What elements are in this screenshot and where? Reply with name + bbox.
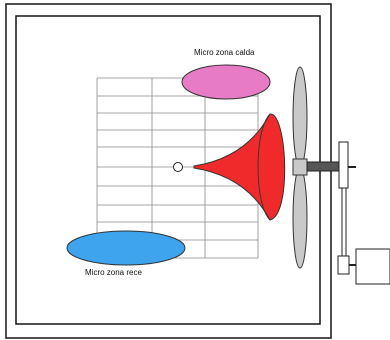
fan-hub — [292, 158, 308, 176]
fan-blade-top — [292, 66, 308, 168]
drive-rod — [341, 187, 347, 257]
origin-point — [173, 162, 183, 172]
cold-zone-label: Micro zona rece — [85, 268, 142, 277]
fan-blade-bottom — [292, 167, 308, 269]
motor-box — [355, 248, 390, 285]
hot-zone-label: Micro zona calda — [194, 48, 255, 57]
air-cone-rim — [257, 113, 271, 221]
hot-zone-ellipse — [181, 64, 271, 100]
motor-housing — [338, 141, 349, 189]
lower-block — [337, 255, 350, 275]
cold-zone-ellipse — [66, 230, 186, 266]
air-cone — [193, 113, 286, 221]
fan-shaft — [306, 161, 344, 172]
